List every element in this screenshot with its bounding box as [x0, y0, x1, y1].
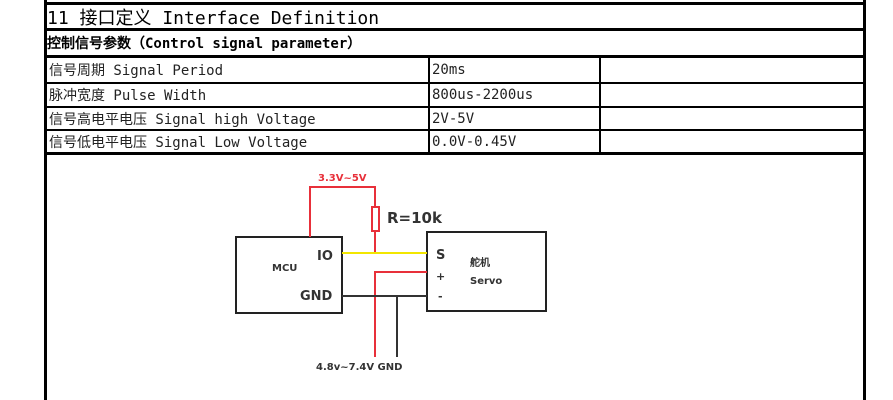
pin-s-label: S [436, 248, 445, 263]
power-wire [374, 271, 427, 357]
supply-label: 4.8v~7.4V GND [316, 362, 402, 373]
pullup-voltage-label: 3.3V~5V [318, 173, 367, 184]
param-value: 20ms [432, 62, 466, 78]
servo-cn-label: 舵机 [470, 256, 490, 269]
servo-en-label: Servo [470, 276, 502, 287]
resistor [371, 206, 380, 232]
param-name: 信号低电平电压 Signal Low Voltage [49, 134, 308, 151]
mcu-box [235, 236, 343, 314]
resistor-label: R=10k [387, 209, 443, 227]
pin-minus-label: - [438, 290, 443, 303]
divider [44, 28, 866, 31]
section-title: 11 接口定义 Interface Definition [47, 7, 380, 29]
divider [44, 2, 866, 5]
pullup-wire [309, 186, 376, 237]
param-value: 800us-2200us [432, 87, 534, 103]
document-frame [44, 0, 866, 400]
divider [44, 55, 866, 58]
subsection-title: 控制信号参数（Control signal parameter） [47, 36, 362, 52]
param-value: 0.0V-0.45V [432, 133, 517, 150]
param-value: 2V-5V [432, 110, 475, 127]
param-name: 信号高电平电压 Signal high Voltage [49, 111, 316, 128]
gnd-label: GND [300, 289, 333, 304]
param-name: 信号周期 Signal Period [49, 63, 224, 79]
io-label: IO [317, 249, 333, 264]
param-name: 脉冲宽度 Pulse Width [49, 88, 207, 104]
pin-plus-label: + [436, 270, 445, 283]
divider [44, 152, 866, 155]
mcu-label: MCU [272, 263, 297, 274]
